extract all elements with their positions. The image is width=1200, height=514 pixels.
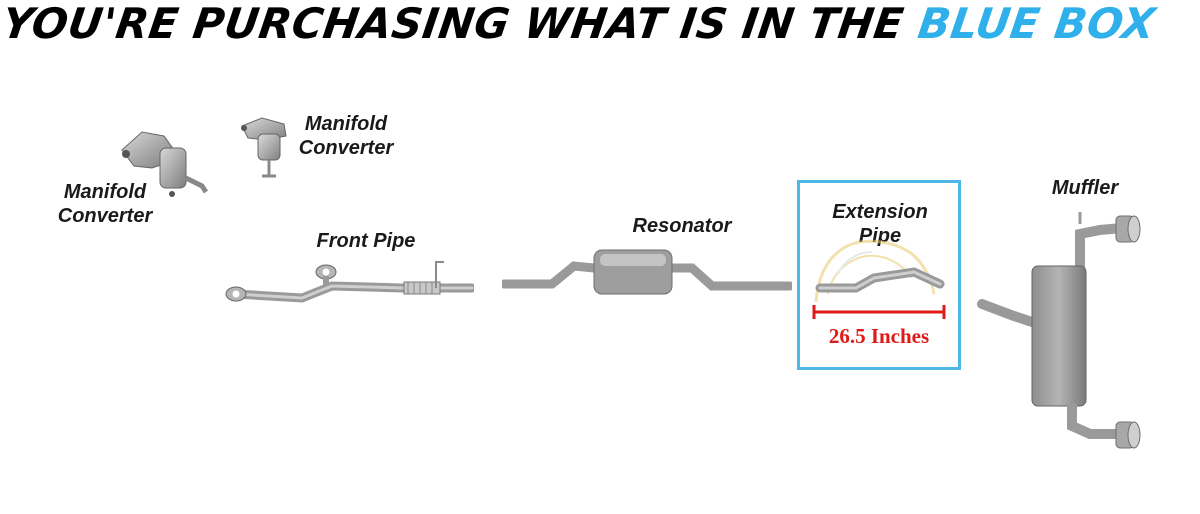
manifold-converter-right-label: Manifold Converter [286, 112, 406, 160]
manifold-converter-right-line1: Manifold [304, 113, 388, 135]
extension-pipe-line1: Extension [832, 201, 928, 223]
front-pipe-image [225, 261, 474, 303]
page-title: YOU'RE PURCHASING WHAT IS IN THE BLUE BO… [0, 0, 1158, 48]
manifold-converter-right-line2: Converter [298, 137, 394, 159]
measurement-label: 26.5 Inches [828, 324, 930, 348]
front-pipe-label: Front Pipe [316, 230, 416, 252]
headline-accent: BLUE BOX [915, 0, 1159, 48]
manifold-converter-left-line2: Converter [57, 205, 153, 227]
manifold-converter-left-label: Manifold Converter [45, 180, 165, 228]
measurement-line [812, 305, 946, 319]
headline-main: YOU'RE PURCHASING WHAT IS IN THE [0, 0, 907, 48]
resonator-label: Resonator [632, 215, 732, 237]
horse-logo-watermark [814, 239, 936, 303]
muffler-image [977, 212, 1141, 449]
manifold-converter-left-line1: Manifold [63, 181, 147, 203]
manifold-converter-right-image [241, 117, 287, 178]
selected-part-box [797, 180, 961, 370]
manifold-converter-left-image [121, 131, 209, 197]
extension-pipe-image [815, 267, 945, 293]
resonator-image [502, 249, 792, 295]
muffler-label: Muffler [1051, 177, 1119, 199]
